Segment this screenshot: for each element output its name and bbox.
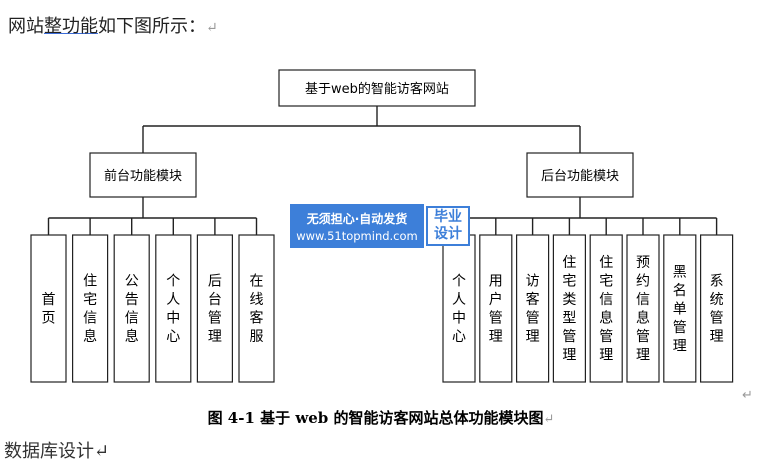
leaf-node-char: 人	[166, 292, 180, 308]
leaf-node-char: 信	[83, 311, 97, 327]
leaf-node-char: 在	[250, 274, 264, 290]
leaf-node-char: 理	[636, 348, 650, 364]
leaf-node-char: 管	[562, 329, 576, 345]
leaf-node	[196, 234, 233, 383]
leaf-node	[238, 234, 275, 383]
leaf-node-char: 类	[562, 292, 576, 308]
watermark-slogan: 无须担心·自动发货 www.51topmind.com	[290, 204, 424, 248]
leaf-node-char: 中	[452, 311, 466, 327]
leaf-node-char: 息	[636, 310, 650, 327]
leaf-node	[155, 234, 192, 383]
leaf-node-char: 理	[710, 329, 724, 345]
paragraph-mark-icon: ↵	[206, 20, 218, 36]
leaf-node-char: 息	[125, 328, 139, 345]
intro-underlined-text: 整功能	[44, 16, 98, 37]
leaf-node-char: 公	[125, 274, 139, 290]
intro-prefix: 网站	[8, 16, 44, 37]
paragraph-mark-icon: ↵	[742, 388, 753, 403]
leaf-node-char: 用	[489, 274, 503, 290]
leaf-node-char: 人	[452, 292, 466, 308]
leaf-node-char: 理	[562, 348, 576, 364]
leaf-node	[113, 234, 150, 383]
leaf-node-char: 息	[83, 328, 97, 345]
next-section-heading: 数据库设计↵	[4, 441, 110, 462]
leaf-node-char: 台	[208, 292, 222, 308]
leaf-node-char: 约	[636, 274, 650, 290]
leaf-node-char: 理	[208, 329, 222, 345]
leaf-node-char: 黑	[673, 264, 687, 280]
leaf-node-char: 客	[526, 291, 540, 308]
branch-node	[526, 152, 634, 198]
leaf-node	[626, 234, 660, 383]
leaf-node-char: 型	[562, 311, 576, 327]
leaf-node	[442, 234, 476, 383]
leaf-node-char: 信	[125, 311, 139, 327]
leaf-node-char: 预	[636, 255, 650, 271]
watermark-banner: 无须担心·自动发货 www.51topmind.com 毕业 设计	[290, 204, 472, 248]
leaf-node-char: 理	[599, 348, 613, 364]
leaf-node	[30, 234, 67, 383]
leaf-node-char: 心	[166, 329, 180, 345]
leaf-node-char: 住	[562, 255, 576, 271]
leaf-node-char: 单	[673, 301, 687, 317]
root-node-label: 基于web的智能访客网站	[305, 81, 449, 97]
leaf-node	[589, 234, 623, 383]
leaf-node-char: 系	[710, 274, 724, 290]
leaf-node-char: 后	[208, 274, 222, 290]
leaf-node-char: 信	[599, 292, 613, 308]
leaf-node-char: 宅	[83, 292, 97, 308]
intro-suffix: 如下图所示：	[98, 16, 206, 37]
leaf-node-char: 住	[83, 274, 97, 290]
leaf-node-char: 客	[250, 310, 264, 327]
intro-sentence: 网站整功能如下图所示：↵	[8, 12, 218, 38]
leaf-node-char: 管	[710, 311, 724, 327]
function-module-diagram: 基于web的智能访客网站前台功能模块首页住宅信息公告信息个人中心后台管理在线客服…	[30, 69, 734, 383]
leaf-node-char: 个	[452, 274, 466, 290]
leaf-node-char: 宅	[599, 274, 613, 290]
watermark-line1: 无须担心·自动发货	[306, 211, 408, 226]
leaf-node	[71, 234, 109, 383]
leaf-node-char: 住	[599, 255, 613, 271]
leaf-node-char: 个	[166, 274, 180, 290]
leaf-node-char: 信	[636, 292, 650, 308]
branch-node-label: 后台功能模块	[541, 169, 619, 184]
leaf-node-char: 服	[250, 329, 264, 345]
branch-node-label: 前台功能模块	[104, 168, 182, 184]
leaf-node	[479, 234, 513, 383]
watermark-url: www.51topmind.com	[296, 228, 418, 243]
watermark-badge-line2: 设计	[434, 226, 462, 242]
leaf-node-char: 理	[489, 329, 503, 345]
watermark-badge-line1: 毕业	[434, 209, 462, 225]
leaf-node-char: 访	[526, 274, 540, 290]
root-node	[278, 69, 476, 107]
leaf-node-char: 首	[42, 292, 56, 308]
leaf-node-char: 统	[710, 292, 724, 308]
leaf-node-char: 名	[673, 283, 687, 299]
leaf-node-char: 管	[599, 329, 613, 345]
leaf-node-char: 息	[599, 310, 613, 327]
leaf-node-char: 宅	[562, 274, 576, 290]
leaf-node-char: 管	[208, 311, 222, 327]
branch-node	[89, 152, 197, 198]
leaf-node-char: 理	[673, 338, 687, 354]
leaf-node	[552, 234, 587, 383]
leaf-node	[663, 234, 697, 383]
watermark-badge: 毕业 设计	[426, 206, 470, 246]
figure-caption-text: 图 4-1 基于 web 的智能访客网站总体功能模块图	[207, 409, 544, 427]
leaf-node-char: 页	[42, 311, 56, 327]
leaf-node	[515, 234, 550, 383]
leaf-node-char: 线	[250, 292, 264, 308]
leaf-node-char: 心	[452, 329, 466, 345]
leaf-node-char: 管	[673, 320, 687, 336]
leaf-node-char: 户	[489, 291, 503, 308]
leaf-node	[699, 234, 734, 383]
leaf-node-char: 管	[489, 311, 503, 327]
leaf-node-char: 中	[166, 311, 180, 327]
leaf-node-char: 理	[526, 329, 540, 345]
leaf-node-char: 管	[636, 329, 650, 345]
figure-caption: 图 4-1 基于 web 的智能访客网站总体功能模块图↵	[0, 407, 762, 428]
leaf-node-char: 告	[125, 292, 139, 308]
paragraph-mark-icon: ↵	[543, 412, 555, 427]
leaf-node-char: 管	[526, 311, 540, 327]
